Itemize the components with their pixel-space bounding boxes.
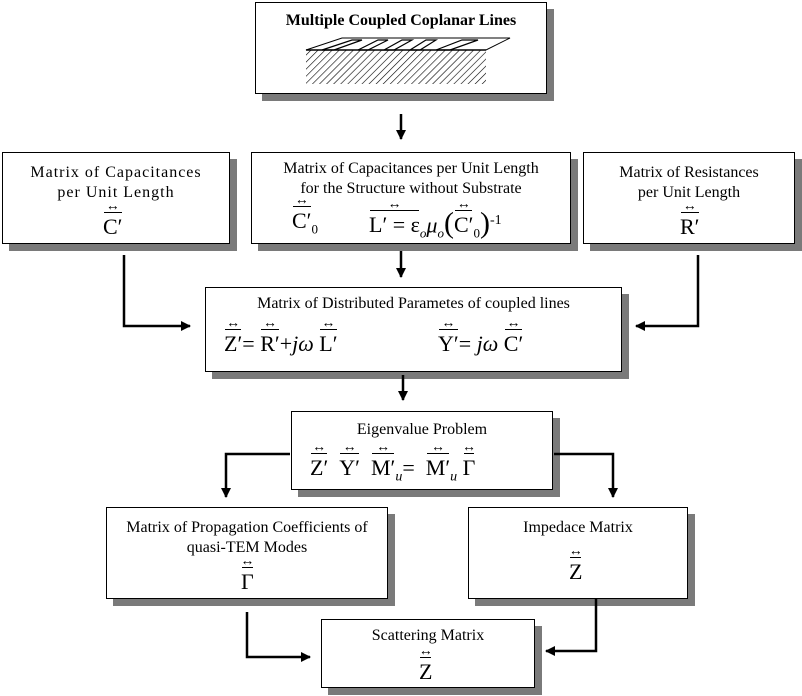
z-symbol: Z′: [224, 329, 242, 356]
plus: +: [279, 331, 293, 356]
c0b-symbol: C′: [454, 210, 473, 237]
eigenvalue-box: Eigenvalue Problem Z′ Y′ M′u= M′u Γ: [291, 411, 553, 490]
resistance-line2: per Unit Length: [637, 184, 741, 201]
right-paren: ): [479, 206, 490, 240]
exponent: -1: [489, 213, 502, 228]
eigenvalue-title: Eigenvalue Problem: [356, 421, 488, 438]
j-omega: jω: [292, 331, 314, 356]
equals: =: [242, 331, 261, 356]
l-symbol: L′ = ε: [369, 210, 420, 237]
capacitance-line2: per Unit Length: [57, 184, 175, 201]
c0-symbol: C′: [292, 206, 312, 233]
equals-3: =: [402, 455, 415, 480]
arrow-eig-to-prop: [221, 452, 290, 498]
c-symbol: C′: [504, 329, 523, 356]
equals-2: =: [458, 331, 477, 356]
propagation-box: Matrix of Propagation Coefficients of qu…: [106, 507, 388, 599]
y-symbol: Y′: [438, 329, 459, 356]
arrow-cap-to-dist: [122, 255, 191, 331]
y-symbol-2: Y′: [339, 453, 360, 480]
capacitance-box: Matrix of Capacitances per Unit Length C…: [2, 152, 230, 244]
impedance-box: Impedace Matrix Z: [468, 507, 688, 599]
c0b-subscript: 0: [473, 225, 480, 241]
left-paren: (: [443, 206, 454, 240]
m-subscript-2: u: [450, 469, 458, 485]
resistance-matrix-symbol: R′: [680, 212, 700, 239]
resistance-line1: Matrix of Resistances: [619, 164, 759, 181]
r-symbol: R′: [260, 329, 280, 356]
scattering-title: Scattering Matrix: [371, 627, 485, 644]
c0-subscript: 0: [311, 221, 319, 237]
scattering-box: Scattering Matrix Z: [321, 619, 535, 688]
m-symbol-2: M′: [426, 453, 450, 480]
impedance-symbol: Z: [569, 557, 582, 584]
z-symbol-2: Z′: [310, 453, 328, 480]
arrow-imp-to-scat: [545, 598, 598, 656]
propagation-gamma-symbol: Γ: [241, 567, 254, 594]
capacitance-matrix-symbol: C′: [103, 212, 123, 239]
capacitance-line1: Matrix of Capacitances: [30, 164, 202, 181]
eps-subscript: o: [419, 225, 427, 241]
propagation-line1: Matrix of Propagation Coefficients of: [126, 519, 368, 536]
mu-symbol: μ: [426, 212, 438, 238]
capacitance-free-box: Matrix of Capacitances per Unit Length f…: [251, 152, 571, 244]
capacitance-free-line2: for the Structure without Substrate: [300, 180, 522, 197]
impedance-title: Impedace Matrix: [523, 519, 633, 536]
distributed-parameters-box: Matrix of Distributed Parametes of coupl…: [205, 287, 622, 372]
arrow-eig-to-imp: [554, 452, 618, 498]
propagation-line2: quasi-TEM Modes: [186, 539, 308, 556]
capacitance-free-line1: Matrix of Capacitances per Unit Length: [283, 160, 539, 177]
structure-title: Multiple Coupled Coplanar Lines: [285, 12, 517, 29]
m-subscript: u: [395, 469, 403, 485]
scattering-symbol: Z: [419, 657, 432, 684]
arrow-res-to-dist: [635, 255, 700, 331]
distributed-parameters-title: Matrix of Distributed Parametes of coupl…: [257, 295, 570, 312]
m-symbol: M′: [371, 453, 395, 480]
gamma-symbol: Γ: [463, 453, 475, 480]
mu-subscript: o: [437, 225, 444, 241]
resistance-box: Matrix of Resistances per Unit Length R′: [583, 152, 795, 244]
coplanar-lines-drawing: [305, 37, 511, 84]
l-symbol-2: L′: [319, 329, 338, 356]
arrow-prop-to-scat: [245, 612, 311, 662]
j-omega-2: jω: [476, 331, 499, 356]
